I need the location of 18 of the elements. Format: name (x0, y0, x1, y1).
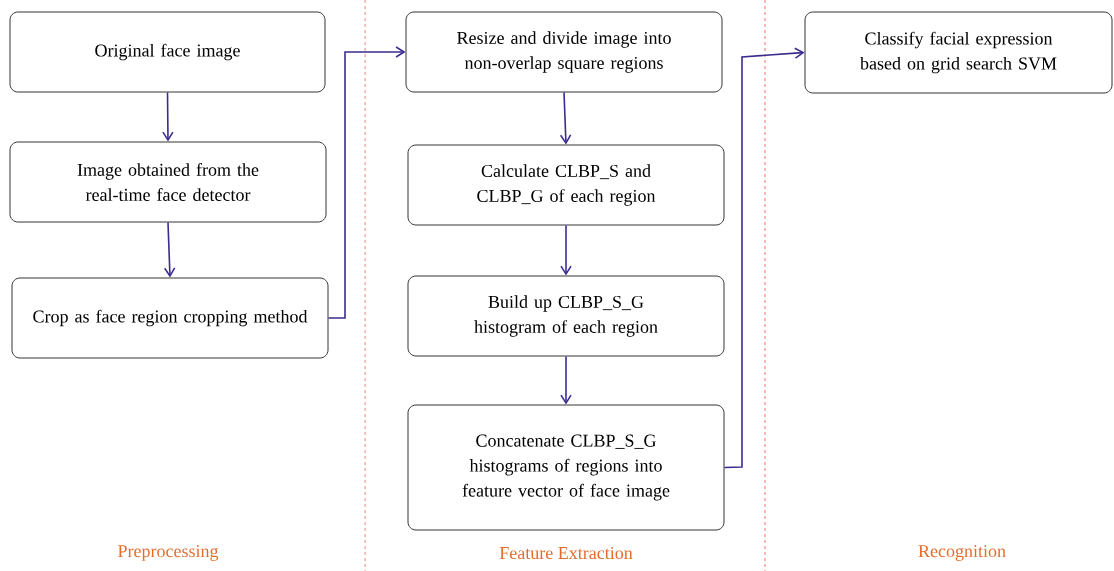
process-box: Classify facial expression based on grid search SVM (804, 11, 1113, 94)
process-box: Calculate CLBP_S and CLBP_G of each region (407, 144, 725, 226)
process-box: Original face image (9, 11, 326, 93)
process-box: Concatenate CLBP_S_G histograms of regions into feature vector of face image (407, 404, 725, 531)
process-box: Crop as face region cropping method (11, 277, 329, 359)
process-box: Resize and divide image into non-overlap square regions (405, 11, 723, 93)
arrow (723, 47, 805, 469)
arrow (162, 91, 174, 142)
arrow (560, 224, 572, 276)
arrow (560, 355, 572, 405)
section-label: Recognition (918, 545, 1006, 561)
arrow (559, 91, 572, 145)
section-label: Preprocessing (118, 545, 219, 561)
arrow (163, 221, 176, 278)
process-box: Build up CLBP_S_G histogram of each region (407, 275, 725, 357)
arrow (327, 46, 406, 319)
process-box: Image obtained from the real-time face detector (9, 141, 327, 223)
section-label: Feature Extraction (499, 546, 633, 560)
